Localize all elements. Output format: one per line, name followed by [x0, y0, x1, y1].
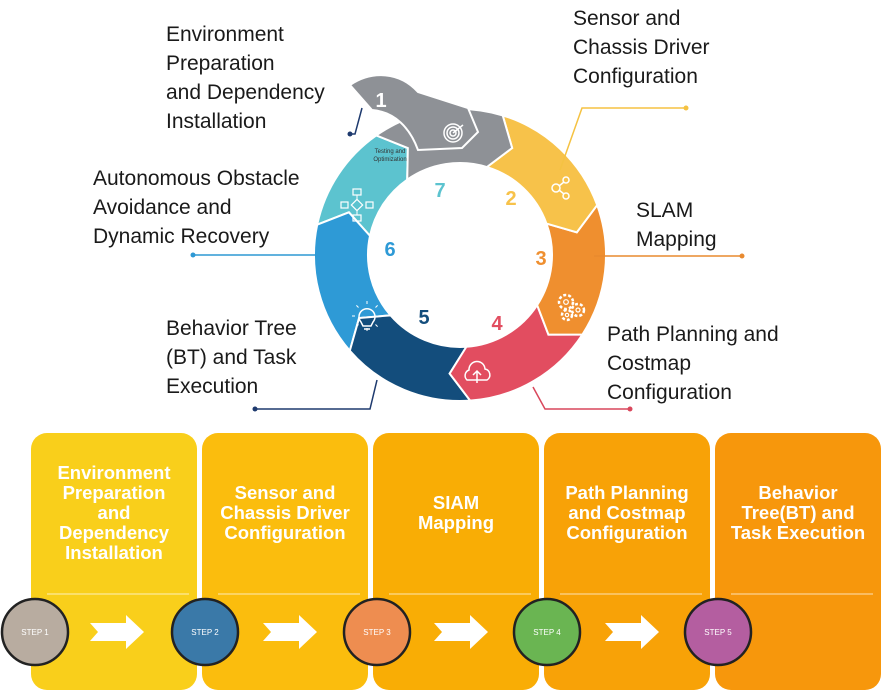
- step-card-1: [31, 433, 197, 690]
- callout-label-5-line-3: Execution: [166, 375, 258, 398]
- card-title-2-line-3: Configuration: [224, 522, 345, 543]
- step-label-1: STEP 1: [21, 628, 49, 637]
- callout-dot-6: [190, 252, 196, 258]
- step-label-5: STEP 5: [704, 628, 732, 637]
- callout-label-6-line-3: Dynamic Recovery: [93, 225, 270, 248]
- card-title-5-line-3: Task Execution: [731, 522, 865, 543]
- step-number-2: 2: [505, 188, 516, 210]
- callout-label-3-line-1: SLAM: [636, 199, 693, 222]
- target-icon: [443, 123, 464, 143]
- step-arrow-3: [434, 615, 488, 649]
- cloud-upload-icon: [464, 360, 491, 383]
- callout-label-1-line-1: Environment: [166, 23, 284, 46]
- step-number-6: 6: [384, 239, 395, 261]
- step-number-4: 4: [491, 313, 503, 335]
- callout-label-1-line-4: Installation: [166, 110, 266, 133]
- cycle-segment-5: [348, 314, 473, 402]
- callout-dot-2: [683, 105, 689, 111]
- card-title-1-line-2: Preparation: [63, 482, 166, 503]
- step-card-2: [202, 433, 368, 690]
- step-number-1: 1: [375, 90, 386, 112]
- card-title-4-line-2: and Costmap: [568, 502, 685, 523]
- card-title-1-line-4: Dependency: [59, 522, 170, 543]
- card-title-1-line-3: and: [98, 502, 131, 523]
- callout-line-4: [532, 386, 630, 410]
- callout-label-2-line-1: Sensor and: [573, 7, 680, 30]
- callout-label-4-line-2: Costmap: [607, 352, 691, 375]
- callout-label-4-line-3: Configuration: [607, 381, 732, 404]
- step-circle-3: [342, 597, 412, 667]
- callout-label-6-line-1: Autonomous Obstacle: [93, 167, 300, 190]
- callout-label-1-line-3: and Dependency: [166, 81, 325, 104]
- cycle-segment-3: [536, 202, 607, 336]
- card-title-2-line-1: Sensor and: [235, 482, 336, 503]
- callout-dot-4: [627, 406, 633, 412]
- callout-line-5: [255, 379, 378, 410]
- callout-label-5-line-1: Behavior Tree: [166, 317, 297, 340]
- step-circle-5: [683, 597, 753, 667]
- cycle-segment-banner-1: [348, 74, 480, 152]
- callout-line-2: [559, 107, 686, 171]
- step-label-2: STEP 2: [191, 628, 219, 637]
- lightbulb-icon: [352, 301, 382, 331]
- step-arrow-1: [90, 615, 144, 649]
- callout-label-3-line-2: Mapping: [636, 228, 717, 251]
- card-title-1-line-5: Installation: [65, 542, 163, 563]
- step-label-3: STEP 3: [363, 628, 391, 637]
- card-title-4-line-1: Path Planning: [565, 482, 688, 503]
- card-title-4-line-3: Configuration: [566, 522, 687, 543]
- cycle-segment-4: [448, 302, 585, 402]
- step-number-3: 3: [535, 248, 546, 270]
- callout-label-2-line-3: Configuration: [573, 65, 698, 88]
- callout-dot-3: [739, 253, 745, 259]
- callout-line-1: [350, 107, 363, 135]
- callout-dot-5: [252, 406, 258, 412]
- step-circle-1: [0, 597, 70, 667]
- step-number-5: 5: [418, 307, 429, 329]
- callout-dot-1: [347, 131, 353, 137]
- card-title-5-line-1: Behavior: [758, 482, 837, 503]
- callout-label-4-line-1: Path Planning and: [607, 323, 779, 346]
- cycle-segment-2: [484, 113, 599, 234]
- step-circle-4: [512, 597, 582, 667]
- step-label-4: STEP 4: [533, 628, 561, 637]
- callout-label-5-line-2: (BT) and Task: [166, 346, 297, 369]
- nodes-icon: [551, 176, 570, 200]
- step-card-5: [715, 433, 881, 690]
- callout-label-6-line-2: Avoidance and: [93, 196, 232, 219]
- card-title-2-line-2: Chassis Driver: [220, 502, 350, 523]
- step-arrow-2: [263, 615, 317, 649]
- step-card-4: [544, 433, 710, 690]
- callout-label-2-line-2: Chassis Driver: [573, 36, 710, 59]
- card-title-5-line-2: Tree(BT) and: [741, 502, 854, 523]
- gears-icon: [557, 293, 586, 322]
- step-timeline: EnvironmentPreparationandDependencyInsta…: [0, 433, 881, 690]
- card-title-1-line-1: Environment: [57, 462, 170, 483]
- step-number-7: 7: [434, 180, 445, 202]
- callout-label-1-line-2: Preparation: [166, 52, 275, 75]
- card-title-3-line-2: Mapping: [418, 512, 494, 533]
- step-arrow-4: [605, 615, 659, 649]
- flowchart-icon: [340, 188, 374, 222]
- card-title-3-line-1: SIAM: [433, 492, 479, 513]
- step-circle-2: [170, 597, 240, 667]
- step-card-3: [373, 433, 539, 690]
